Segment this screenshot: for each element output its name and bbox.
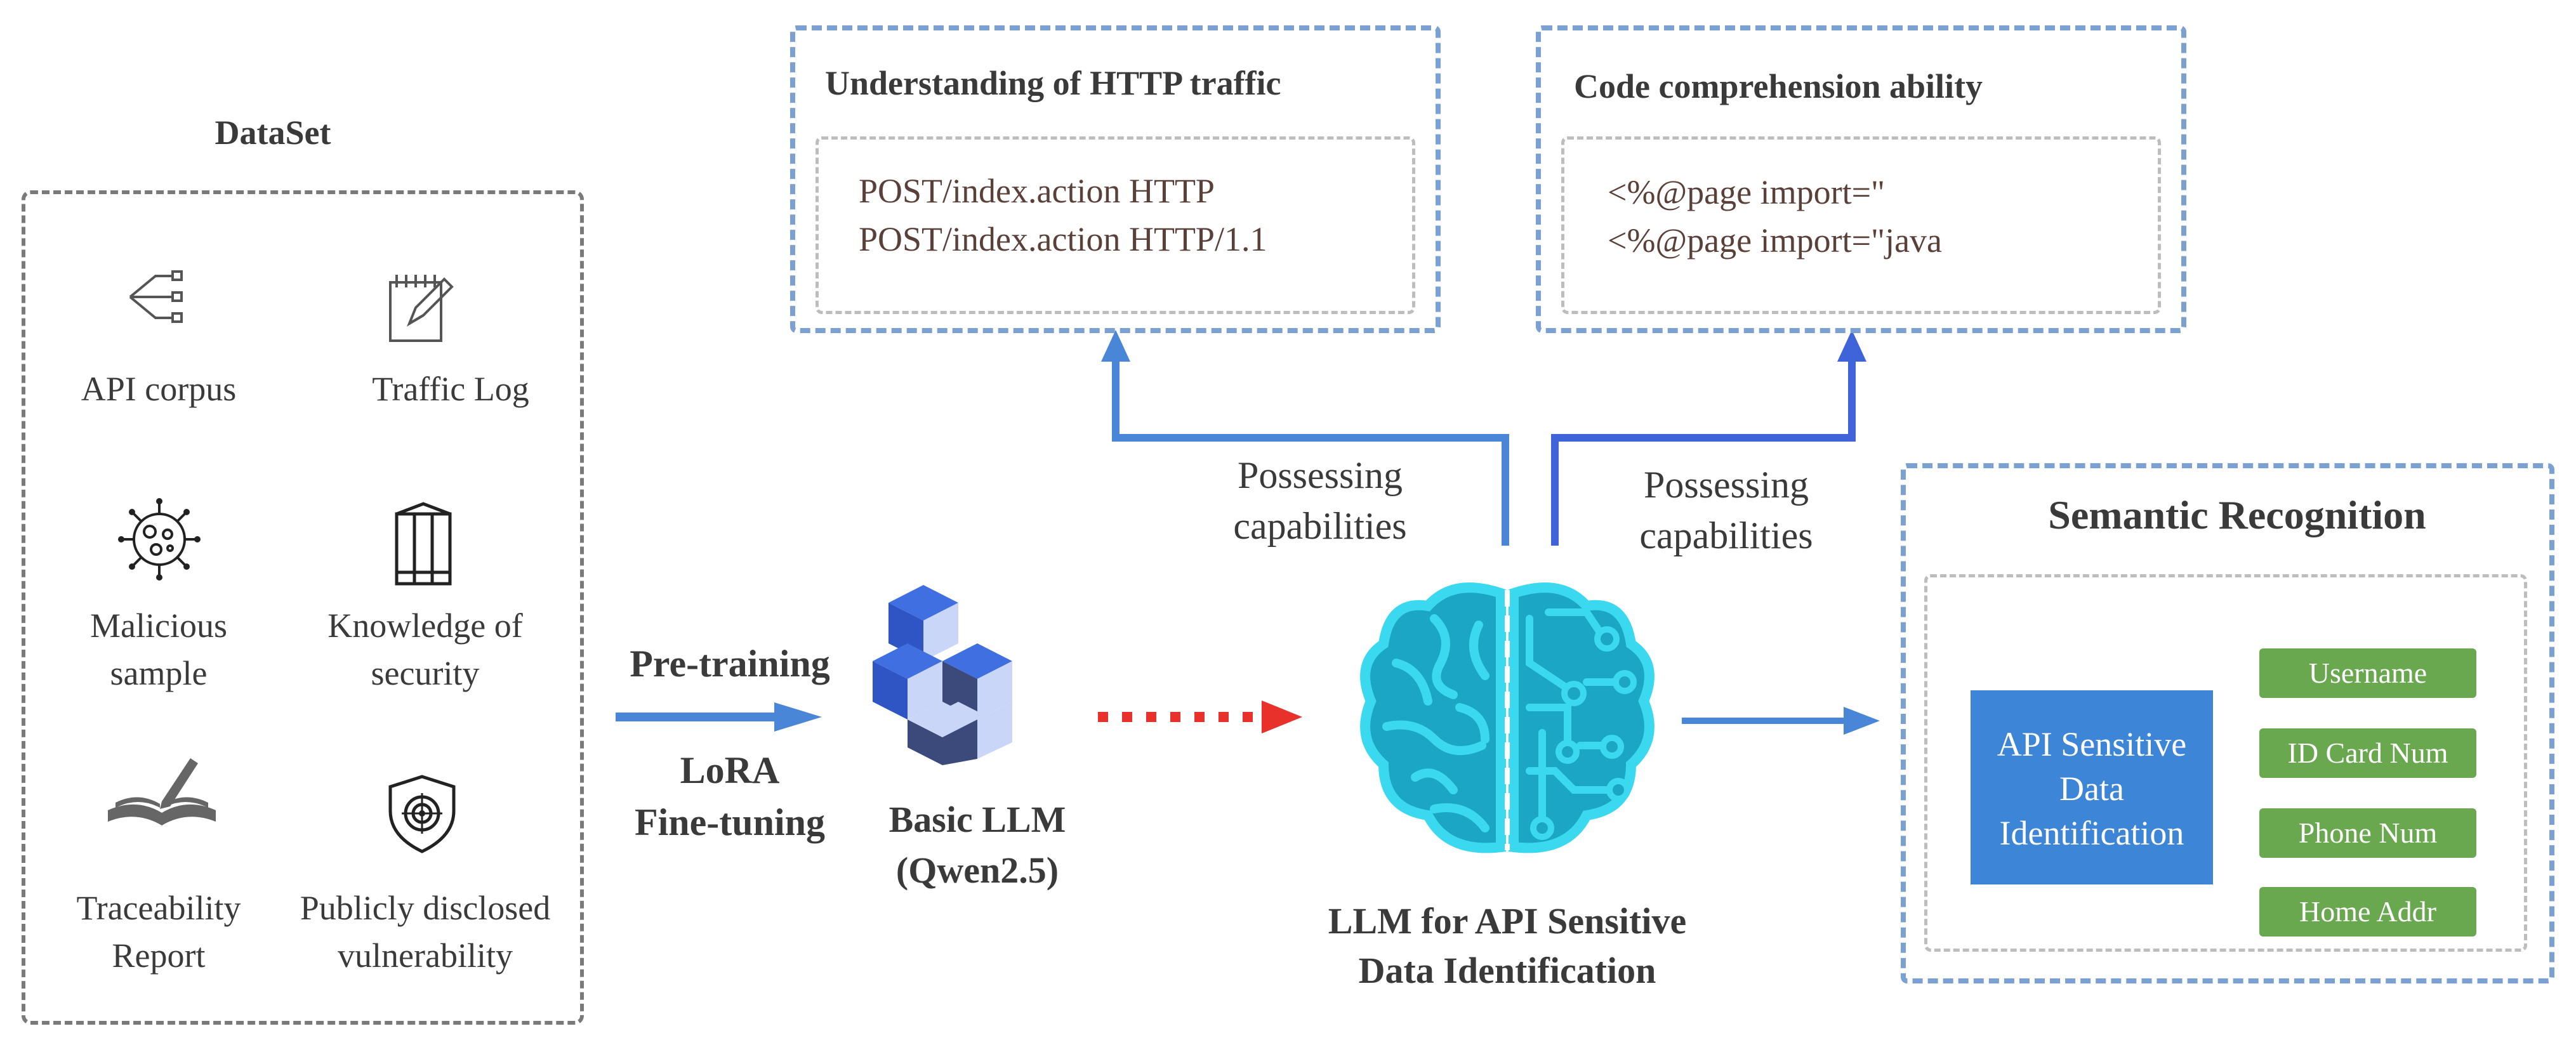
- api-box-line: Identification: [1999, 814, 2184, 852]
- http-code-panel: [816, 136, 1415, 314]
- api-sensitive-box: API Sensitive Data Identification: [1971, 690, 2213, 884]
- cubes-icon: [873, 585, 1012, 765]
- dataset-item-label: sample: [110, 654, 208, 692]
- open-book-pen-icon: [108, 758, 216, 825]
- capabilities-left-line1: Possessing: [1237, 454, 1403, 496]
- api-box-line: Data: [2059, 770, 2124, 808]
- brain-icon: [1360, 582, 1655, 853]
- basic-llm-line1: Basic LLM: [888, 799, 1066, 840]
- chip-username: Username: [2259, 648, 2476, 698]
- dataset-item-label: Malicious: [90, 607, 227, 645]
- semantic-recognition-title: Semantic Recognition: [2048, 492, 2426, 537]
- books-icon: [395, 502, 452, 586]
- virus-icon: [118, 498, 201, 581]
- code-snippet-panel: [1561, 136, 2161, 314]
- capabilities-left-line2: capabilities: [1233, 505, 1407, 547]
- http-line: POST/index.action HTTP: [859, 172, 1215, 210]
- pretraining-label: Pre-training: [630, 643, 830, 685]
- http-traffic-title: Understanding of HTTP traffic: [825, 64, 1281, 102]
- llm-api-line1: LLM for API Sensitive: [1328, 900, 1687, 942]
- dataset-panel: [22, 190, 584, 1025]
- code-comprehension-title: Code comprehension ability: [1574, 67, 1983, 105]
- basic-llm-line2: (Qwen2.5): [895, 850, 1059, 891]
- dataset-item-label: Traffic Log: [372, 370, 529, 408]
- dotted-arrow: [1098, 700, 1302, 733]
- chip-id-card: ID Card Num: [2259, 728, 2476, 778]
- shield-target-icon: [388, 775, 456, 853]
- edit-log-icon: [389, 275, 454, 342]
- capabilities-right-line2: capabilities: [1639, 515, 1813, 556]
- lora-label-line2: Fine-tuning: [634, 801, 826, 843]
- dataset-item-label: Traceability: [76, 889, 241, 927]
- code-line: <%@page import=": [1608, 173, 1886, 211]
- lora-label-line1: LoRA: [680, 749, 780, 791]
- semantic-inner-panel: [1924, 574, 2527, 952]
- semantic-recognition-panel: [1901, 463, 2554, 983]
- dataset-item-label: Report: [112, 937, 206, 975]
- dataset-title: DataSet: [215, 114, 331, 152]
- api-box-line: API Sensitive: [1997, 725, 2187, 763]
- dataset-item-label: Publicly disclosed: [300, 889, 551, 927]
- chip-phone: Phone Num: [2259, 808, 2476, 858]
- code-line: <%@page import="java: [1608, 221, 1943, 260]
- code-comprehension-panel: [1536, 25, 2186, 333]
- tree-icon: [129, 270, 183, 323]
- chip-home-addr: Home Addr: [2259, 887, 2476, 937]
- dataset-item-label: security: [371, 654, 480, 692]
- dataset-item-label: Knowledge of: [327, 607, 523, 645]
- capabilities-right-line1: Possessing: [1643, 464, 1809, 506]
- llm-api-line2: Data Identification: [1358, 950, 1656, 991]
- training-arrow: [616, 702, 822, 732]
- http-traffic-panel: [790, 25, 1441, 333]
- dataset-item-label: vulnerability: [338, 937, 513, 975]
- dataset-item-label: API corpus: [81, 370, 237, 408]
- http-line: POST/index.action HTTP/1.1: [859, 220, 1267, 258]
